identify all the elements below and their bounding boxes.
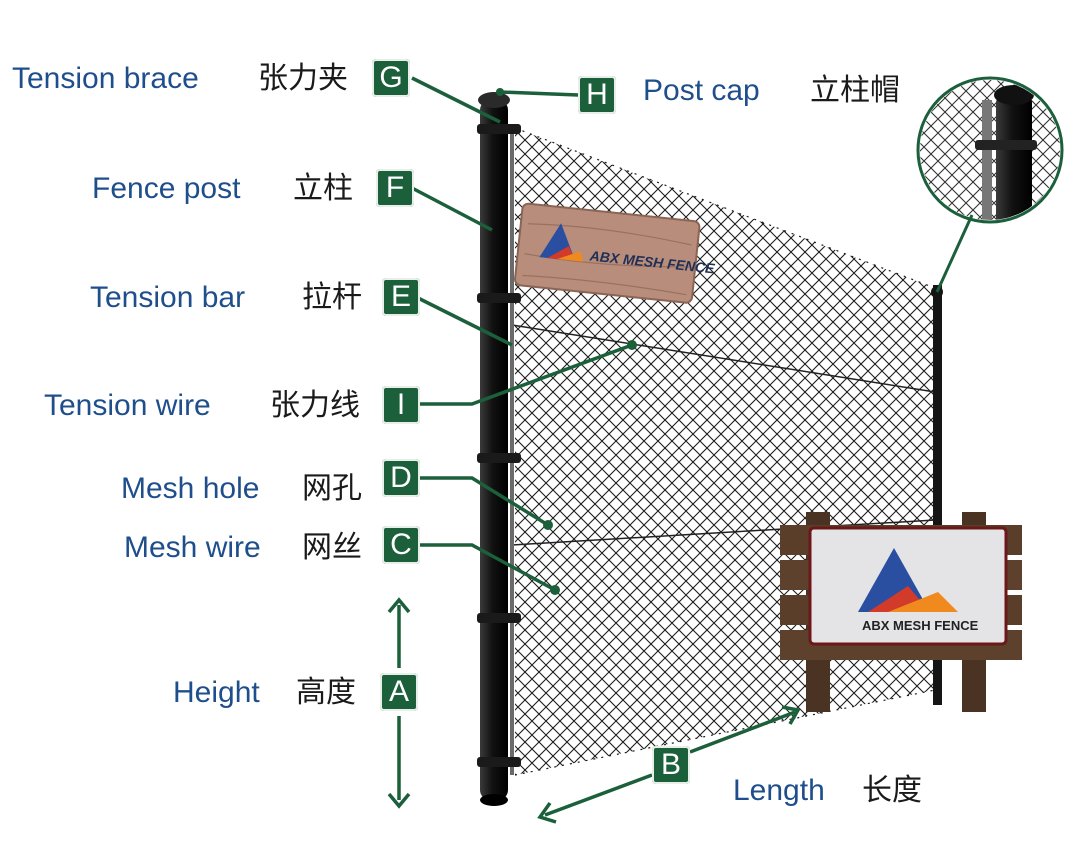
badge-c: C <box>382 526 420 564</box>
fence-post-shape <box>478 92 510 806</box>
badge-h: H <box>578 76 616 114</box>
sign-board: ABX MESH FENCE <box>780 512 1022 712</box>
label-tension-wire-zh: 张力线 <box>270 388 360 423</box>
height-arrow <box>387 597 411 809</box>
label-tension-brace-zh: 张力夹 <box>258 61 348 96</box>
leader-lines <box>411 76 633 592</box>
logo-board <box>858 548 958 612</box>
label-mesh-hole-en: Mesh hole <box>121 472 260 505</box>
label-height-en: Height <box>173 676 260 709</box>
label-mesh-wire-zh: 网丝 <box>302 530 362 565</box>
label-length-zh: 长度 <box>862 773 922 808</box>
label-tension-bar-en: Tension bar <box>90 281 246 314</box>
badge-a: A <box>380 673 418 711</box>
inset-leader <box>935 214 974 293</box>
label-tension-bar-zh: 拉杆 <box>302 280 362 315</box>
label-fence-post-en: Fence post <box>92 172 241 205</box>
sign-board-brand: ABX MESH FENCE <box>862 618 979 633</box>
leader-dots <box>496 88 637 595</box>
badge-e: E <box>382 278 420 316</box>
sign-top: ABX MESH FENCE <box>513 202 716 304</box>
badge-f: F <box>376 169 414 207</box>
label-mesh-wire-en: Mesh wire <box>124 531 261 564</box>
label-mesh-hole-zh: 网孔 <box>302 471 362 506</box>
tension-wire-line-lower <box>511 519 936 546</box>
badge-b: B <box>652 746 690 784</box>
label-post-cap-zh: 立柱帽 <box>810 73 900 108</box>
badge-g: G <box>372 59 410 97</box>
label-height-zh: 高度 <box>296 675 356 710</box>
label-tension-wire-en: Tension wire <box>44 389 211 422</box>
label-tension-brace-en: Tension brace <box>12 62 199 95</box>
inset-detail <box>916 76 1064 224</box>
label-length-en: Length <box>733 774 825 807</box>
tension-bands <box>477 124 521 767</box>
badge-d: D <box>382 459 420 497</box>
logo-top <box>539 223 584 262</box>
label-fence-post-zh: 立柱 <box>293 171 353 206</box>
length-arrow <box>537 705 801 824</box>
label-post-cap-en: Post cap <box>643 74 760 107</box>
badge-i: I <box>382 386 420 424</box>
tension-wire-line-upper <box>511 324 936 393</box>
